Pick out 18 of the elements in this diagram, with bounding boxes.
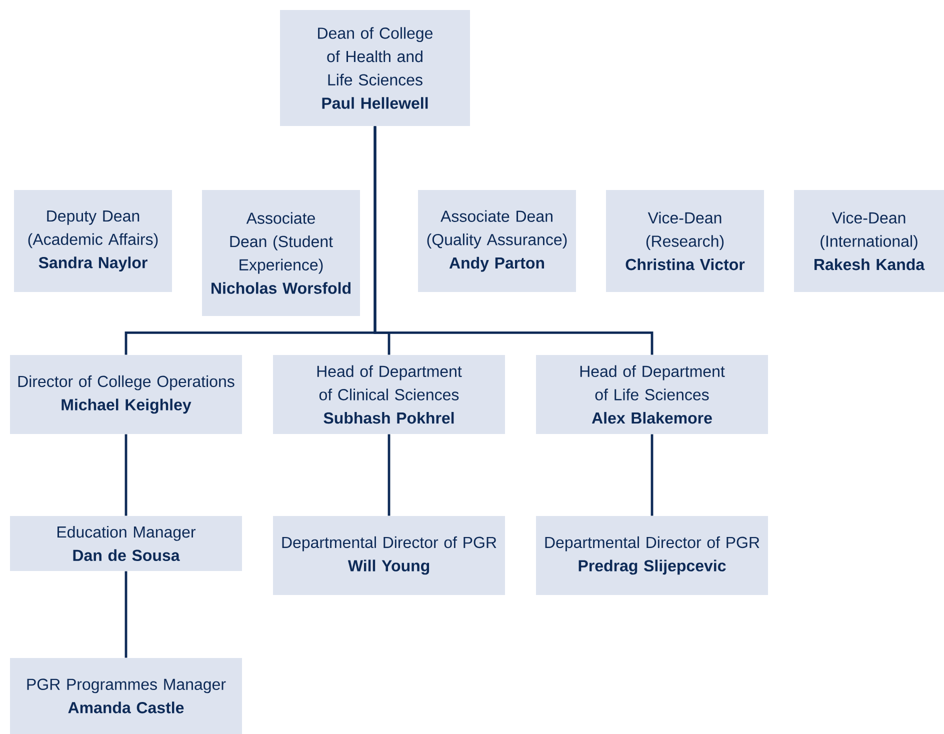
org-box: Deputy Dean (Academic Affairs) Sandra Naylor	[14, 190, 172, 292]
connector-line	[388, 434, 390, 516]
org-box: Dean of College of Health and Life Sciences Paul Hellewell	[280, 10, 470, 126]
org-box: Vice-Dean (Research) Christina Victor	[606, 190, 764, 292]
connector-line	[124, 571, 128, 658]
org-box: Head of Department of Life Sciences Alex Blakemore	[536, 355, 768, 434]
org-box: Director of College Operations Michael Keighley	[10, 355, 242, 434]
org-box: Departmental Director of PGR Will Young	[273, 516, 505, 595]
org-box: Vice-Dean (International) Rakesh Kanda	[794, 190, 944, 292]
org-box: Associate Dean (Student Experience) Nicholas Worsfold	[202, 190, 360, 316]
connector-line	[124, 434, 128, 516]
org-box: Education Manager Dan de Sousa	[10, 516, 242, 571]
org-box: Head of Department of Clinical Sciences Subhash Pokhrel	[273, 355, 505, 434]
org-box: Associate Dean (Quality Assurance) Andy Parton	[418, 190, 576, 292]
org-box: Departmental Director of PGR Predrag Slijepcevic	[536, 516, 768, 595]
connector-line	[650, 434, 654, 516]
connector-line	[374, 126, 654, 355]
org-box: PGR Programmes Manager Amanda Castle	[10, 658, 242, 734]
